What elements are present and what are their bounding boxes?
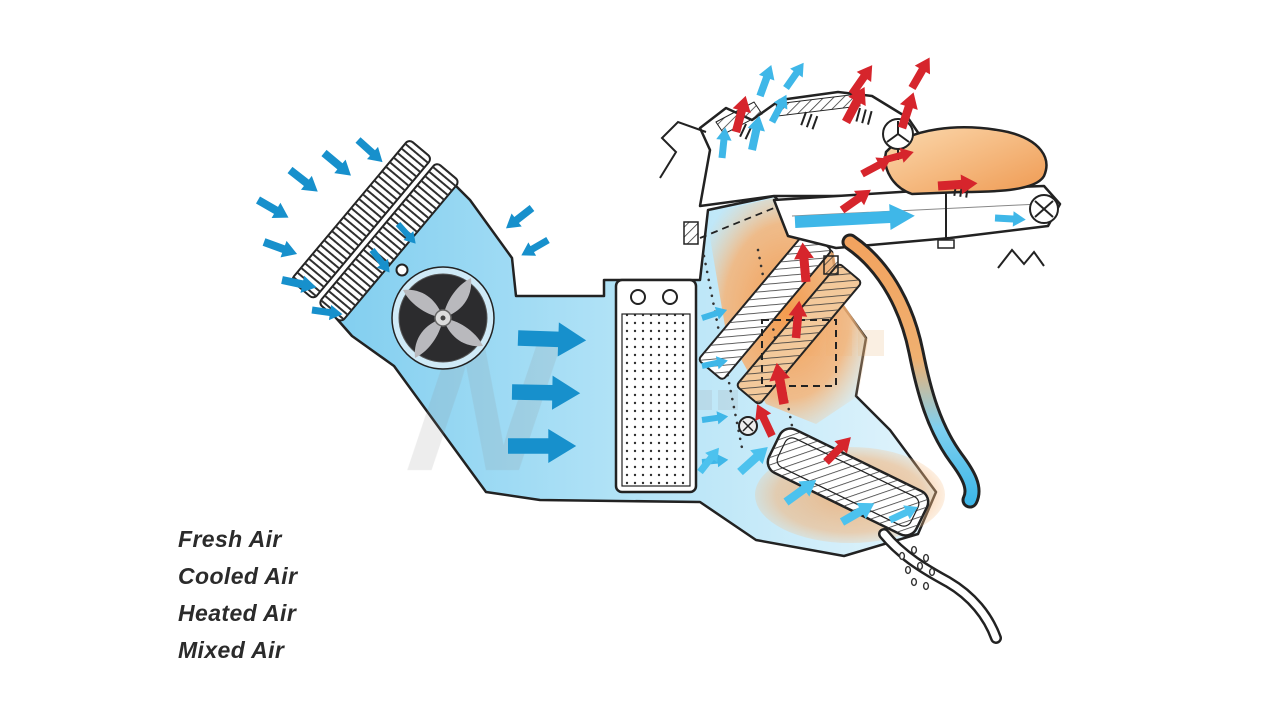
legend: Fresh Air Cooled Air Heated Air Mixed Ai… bbox=[178, 528, 297, 662]
grille-bolt bbox=[395, 263, 409, 277]
vent-duct-mount-foot bbox=[937, 239, 955, 249]
break-marks bbox=[739, 107, 969, 198]
filter-knob-left bbox=[630, 289, 646, 305]
legend-mixed-air: Mixed Air bbox=[178, 637, 285, 663]
heated-outlet-duct bbox=[883, 126, 1048, 196]
lower-heat-exchanger bbox=[766, 427, 930, 537]
drain-pipe bbox=[878, 528, 1002, 644]
condensate-droplets bbox=[898, 545, 936, 591]
hatched-block-left bbox=[683, 221, 699, 245]
blower-fan bbox=[391, 266, 495, 370]
vent-fan-icon-right bbox=[1029, 194, 1059, 224]
defrost-left-bracket bbox=[659, 120, 707, 179]
legend-heated-air: Heated Air bbox=[178, 600, 297, 626]
hatched-block-mid bbox=[823, 255, 839, 275]
heater-hose bbox=[841, 233, 981, 509]
legend-cooled-air: Cooled Air bbox=[178, 563, 298, 589]
core-bolt bbox=[738, 416, 758, 436]
legend-fresh-air: Fresh Air bbox=[178, 526, 282, 552]
filter-knob-right bbox=[662, 289, 678, 305]
air-filter bbox=[614, 278, 698, 494]
intake-grille bbox=[291, 140, 459, 322]
zigzag-mark bbox=[997, 248, 1045, 269]
